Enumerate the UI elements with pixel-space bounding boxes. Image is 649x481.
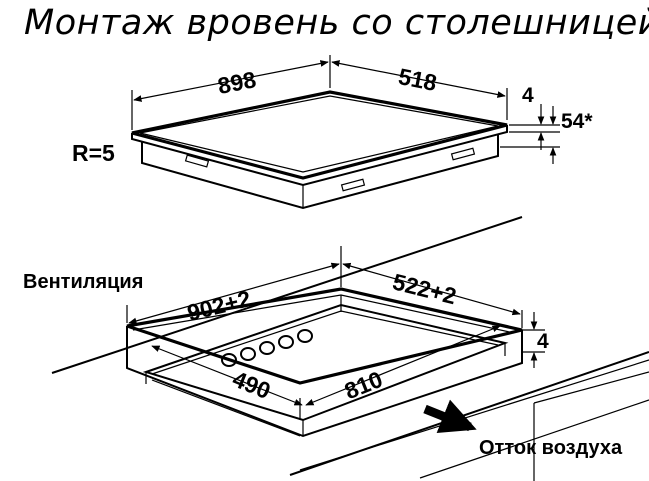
vent-hole	[297, 329, 313, 343]
cutout-dimensions	[126, 246, 545, 420]
ventilation-label: Вентиляция	[23, 271, 143, 293]
airflow-label: Отток воздуха	[479, 437, 623, 459]
hob-glass-thickness-label: 4	[522, 84, 534, 107]
hob-dimensions	[131, 55, 560, 164]
hob-illustration	[131, 90, 508, 210]
vent-hole	[278, 335, 294, 349]
vent-hole	[240, 347, 256, 361]
hob-depth-label: 518	[396, 63, 439, 96]
vent-hole	[259, 341, 275, 355]
airflow-arrow	[423, 399, 477, 434]
hob-corner-radius-label: R=5	[72, 140, 115, 166]
hob-width-label: 898	[216, 66, 259, 99]
cutout-width-label: 902+2	[184, 285, 253, 326]
hob-height-label: 54*	[561, 110, 593, 133]
diagram-title: Монтаж вровень со столешницей	[24, 3, 649, 43]
cutout-rebate-depth-label: 4	[537, 330, 549, 353]
